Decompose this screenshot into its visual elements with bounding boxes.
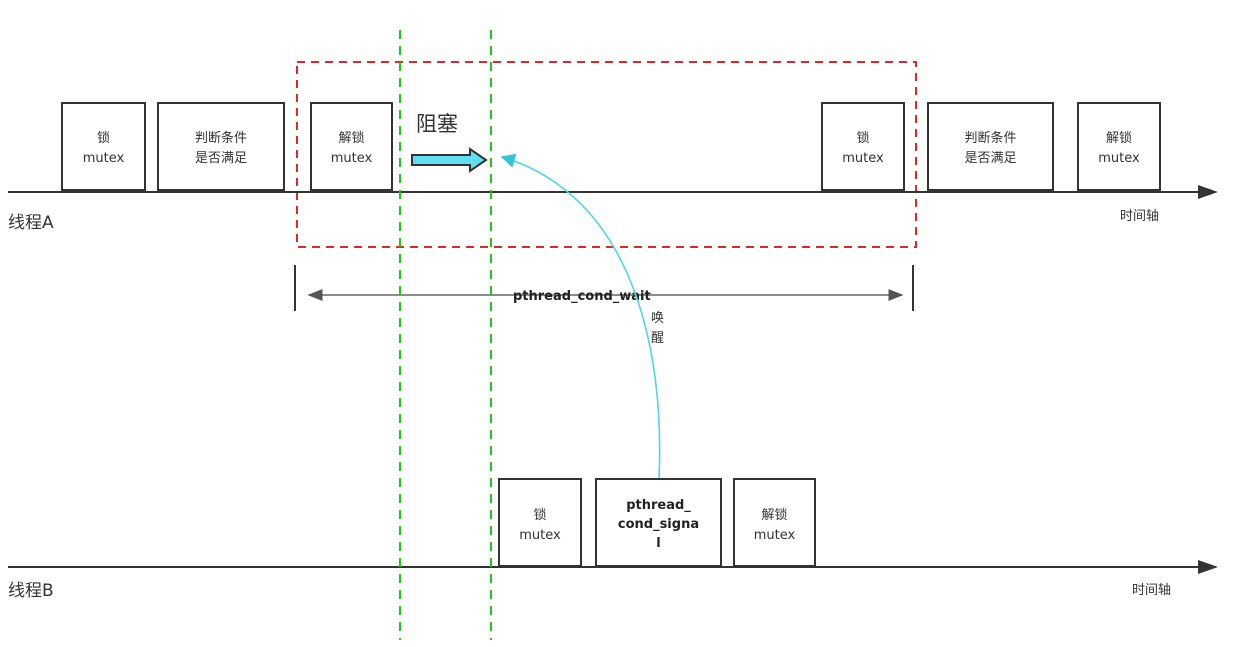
- box-line-1: 解锁: [1106, 130, 1132, 146]
- thread-a-box-lock-2: 锁 mutex: [821, 102, 905, 191]
- box-line-1: 锁: [97, 130, 110, 146]
- box-line-2: mutex: [754, 528, 796, 543]
- box-line-2: mutex: [519, 528, 561, 543]
- thread-b-box-signal: pthread_ cond_signa l: [595, 478, 722, 567]
- wake-arrow: [500, 153, 661, 479]
- box-line-2: mutex: [331, 151, 373, 166]
- thread-a-axis-arrowhead: [1198, 185, 1218, 199]
- box-line-1: 判断条件: [964, 130, 1016, 146]
- box-line-1: pthread_: [626, 498, 691, 513]
- thread-b-axis-label: 时间轴: [1132, 583, 1171, 598]
- box-line-2: mutex: [1098, 151, 1140, 166]
- blocked-label: 阻塞: [416, 112, 458, 136]
- thread-a-axis-label: 时间轴: [1120, 209, 1159, 224]
- box-line-1: 判断条件: [195, 130, 247, 146]
- thread-b-axis-arrowhead: [1198, 560, 1218, 574]
- thread-a-label: 线程A: [8, 213, 54, 233]
- wait-span-label: pthread_cond_wait: [513, 289, 651, 304]
- box-line-2: cond_signa: [618, 517, 699, 532]
- box-line-2: mutex: [842, 151, 884, 166]
- box-line-1: 解锁: [761, 507, 787, 523]
- wait-region-box: [296, 61, 917, 248]
- thread-b-label: 线程B: [8, 581, 54, 601]
- wake-label-1: 唤: [651, 311, 664, 326]
- thread-a-box-lock-1: 锁 mutex: [61, 102, 146, 191]
- box-line-2: mutex: [83, 151, 125, 166]
- box-line-2: 是否满足: [195, 151, 247, 166]
- box-line-2: 是否满足: [964, 151, 1016, 166]
- box-line-3: l: [656, 536, 660, 551]
- box-line-1: 锁: [533, 507, 546, 523]
- thread-a-box-check-1: 判断条件 是否满足: [157, 102, 285, 191]
- thread-a-box-unlock-1: 解锁 mutex: [310, 102, 393, 191]
- blocked-arrow: [411, 147, 488, 173]
- thread-a-box-check-2: 判断条件 是否满足: [927, 102, 1054, 191]
- wake-label-2: 醒: [651, 331, 664, 346]
- box-line-1: 锁: [856, 130, 869, 146]
- thread-a-box-unlock-2: 解锁 mutex: [1077, 102, 1161, 191]
- thread-b-box-unlock: 解锁 mutex: [733, 478, 816, 567]
- thread-b-box-lock: 锁 mutex: [498, 478, 582, 567]
- box-line-1: 解锁: [338, 130, 364, 146]
